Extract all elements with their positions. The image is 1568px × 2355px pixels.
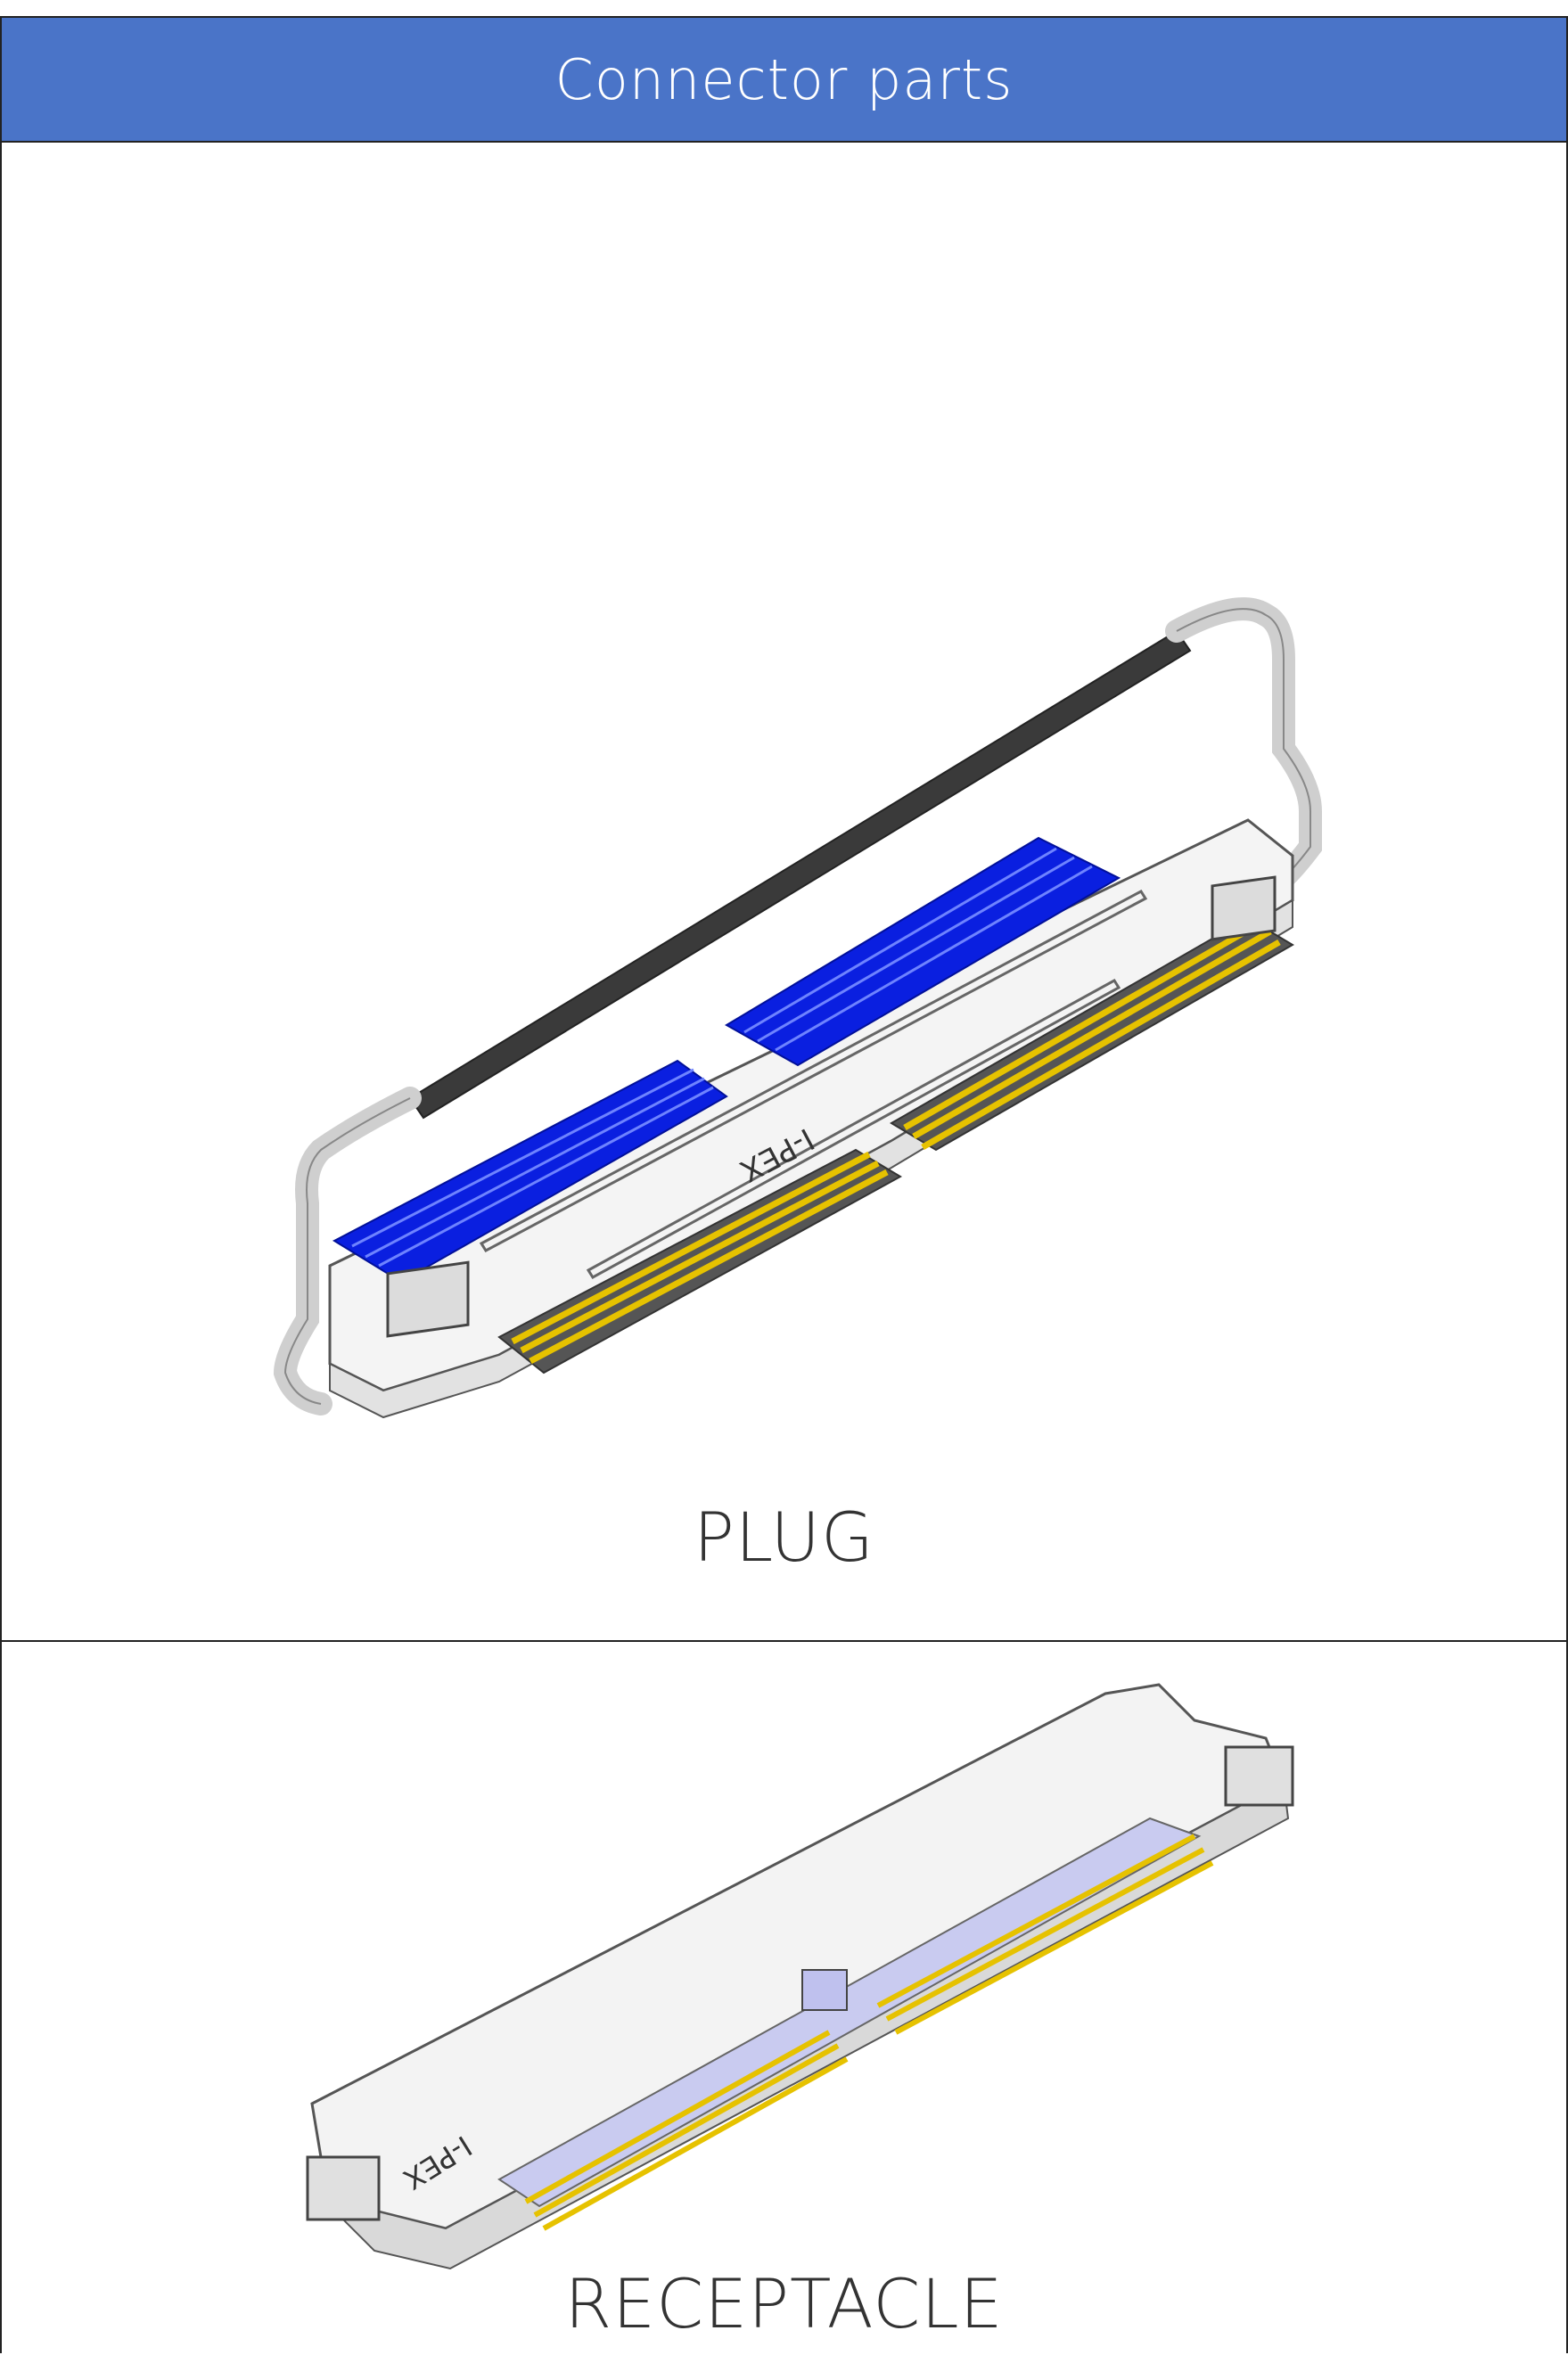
plug-blue-contact-lines — [351, 847, 1093, 1268]
section-divider — [0, 1640, 1568, 1642]
page-frame — [0, 16, 1568, 2353]
header-bar: Connector parts — [2, 18, 1566, 143]
receptacle-illustration: I-PEX — [306, 1683, 1294, 2270]
page-title: Connector parts — [554, 46, 1014, 112]
plug-gold-contacts — [511, 919, 1281, 1365]
receptacle-gold-leads — [524, 1834, 1214, 2231]
plug-label: PLUG — [694, 1498, 874, 1577]
plug-illustration: I-PEX — [273, 597, 1322, 1419]
receptacle-label: RECEPTACLE — [564, 2264, 1004, 2343]
